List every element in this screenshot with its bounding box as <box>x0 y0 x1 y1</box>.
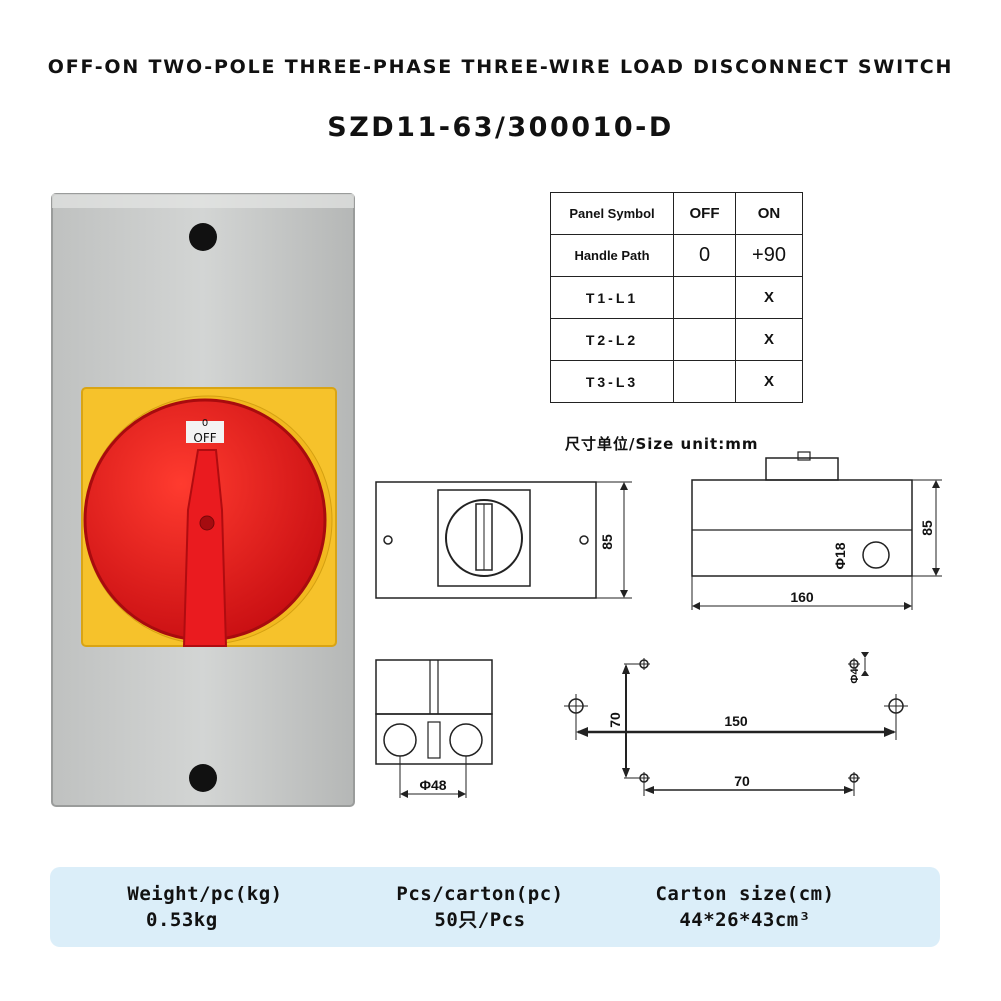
pcs-info: Pcs/carton(pc) 50只/Pcs <box>375 881 585 933</box>
table-cell: Panel Symbol <box>550 192 674 235</box>
page-title: OFF-ON TWO-POLE THREE-PHASE THREE-WIRE L… <box>47 56 954 78</box>
switch-product-illustration: 0 OFF <box>51 193 355 807</box>
mounting-dimension-drawing: 150 70 70 Φ4 <box>564 652 908 796</box>
bottom-view-drawing: Φ48 <box>375 659 493 798</box>
model-number: SZD11-63/300010-D <box>327 112 674 143</box>
table-row: T3-L3 X <box>550 360 803 403</box>
table-row: Handle Path 0 +90 <box>550 234 803 277</box>
table-cell: X <box>735 360 803 403</box>
table-row: T1-L1 X <box>550 276 803 319</box>
weight-info: Weight/pc(kg) 0.53kg <box>110 881 300 933</box>
table-cell: X <box>735 318 803 361</box>
dim-side-width: 160 <box>790 589 814 605</box>
pcs-value: 50只/Pcs <box>434 909 526 931</box>
table-row: T2-L2 X <box>550 318 803 361</box>
table-cell <box>673 318 736 361</box>
table-cell: Handle Path <box>550 234 674 277</box>
dim-mount-horizontal: 150 <box>724 713 748 729</box>
knob-handle <box>182 449 228 647</box>
dim-bottom-hole: Φ48 <box>419 777 446 793</box>
table-cell: T2-L2 <box>550 318 674 361</box>
packing-info-bar: Weight/pc(kg) 0.53kg Pcs/carton(pc) 50只/… <box>50 867 940 947</box>
knob-screw <box>199 515 215 531</box>
dim-mount-bottom: 70 <box>734 773 750 789</box>
connection-table: Panel Symbol OFF ON Handle Path 0 +90 T1… <box>550 192 803 403</box>
carton-label: Carton size(cm) <box>655 883 835 905</box>
table-cell: 0 <box>673 234 736 277</box>
knob-zero-marking: 0 <box>202 418 208 429</box>
dim-front-height: 85 <box>599 534 615 550</box>
carton-value: 44*26*43cm³ <box>679 909 811 931</box>
mounting-hole-top <box>189 223 217 251</box>
front-view-drawing: 85 <box>375 481 632 599</box>
table-cell: T3-L3 <box>550 360 674 403</box>
side-view-drawing: Φ18 85 160 <box>691 451 942 610</box>
dim-side-height: 85 <box>919 520 935 536</box>
knob-off-marking: OFF <box>193 431 216 445</box>
table-cell: T1-L1 <box>550 276 674 319</box>
dim-mount-vertical: 70 <box>607 712 623 728</box>
table-cell: ON <box>735 192 803 235</box>
table-cell: X <box>735 276 803 319</box>
carton-info: Carton size(cm) 44*26*43cm³ <box>630 881 860 933</box>
table-cell <box>673 360 736 403</box>
dim-hole-diameter: Φ18 <box>832 542 848 569</box>
pcs-label: Pcs/carton(pc) <box>396 883 564 905</box>
weight-value: 0.53kg <box>146 909 218 931</box>
mounting-hole-bottom <box>189 764 217 792</box>
table-cell: +90 <box>735 234 803 277</box>
table-header-row: Panel Symbol OFF ON <box>550 192 803 235</box>
table-cell: OFF <box>673 192 736 235</box>
weight-label: Weight/pc(kg) <box>127 883 283 905</box>
size-unit-label: 尺寸单位/Size unit:mm <box>565 435 759 453</box>
table-cell <box>673 276 736 319</box>
dim-mount-hole: Φ4 <box>849 668 861 684</box>
